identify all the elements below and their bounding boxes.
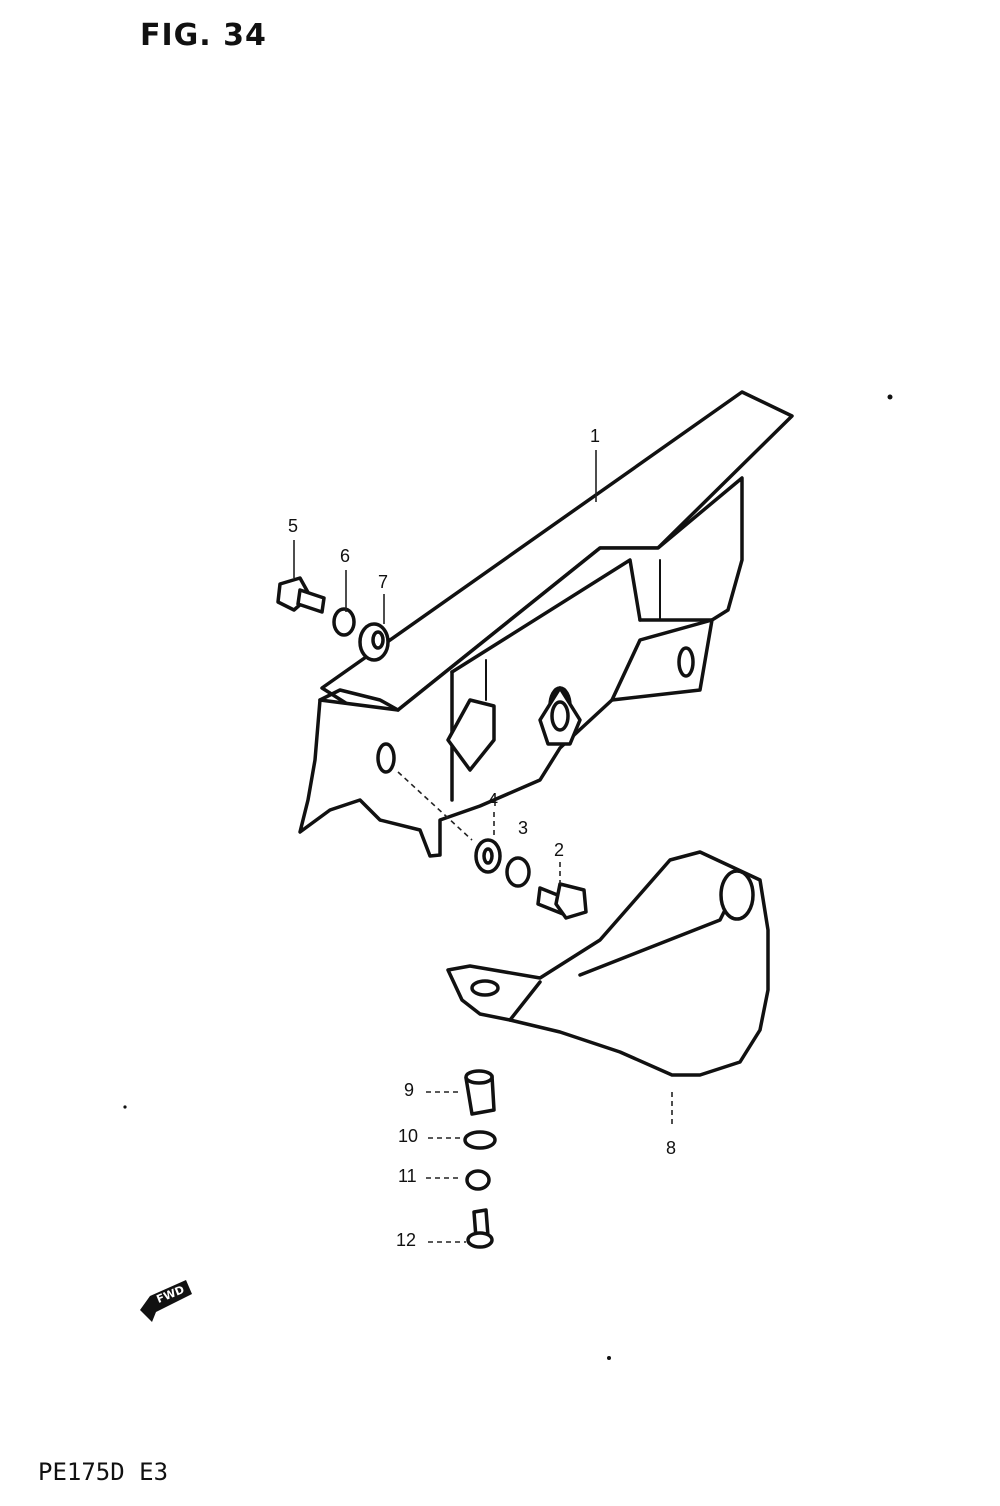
- callout-11: 11: [398, 1166, 417, 1186]
- part-8-bracket: [446, 850, 770, 1077]
- callout-1: 1: [590, 426, 601, 446]
- callout-8: 8: [666, 1138, 677, 1158]
- speck: [607, 1356, 611, 1360]
- speck: [887, 394, 893, 400]
- speck: [123, 1105, 127, 1109]
- callout-6: 6: [340, 546, 351, 566]
- callout-3: 3: [518, 818, 529, 838]
- part-11-nut: [465, 1169, 491, 1191]
- callout-2: 2: [554, 840, 565, 860]
- part-3-lock-washer: [505, 856, 531, 888]
- part-5-bolt: [276, 576, 326, 614]
- figure-title: FIG. 34: [140, 18, 267, 53]
- part-7-collar: [358, 622, 390, 662]
- leader-lines: [293, 450, 673, 1243]
- part-1-chain-case: [298, 390, 794, 858]
- part-6-lock-washer: [332, 607, 356, 637]
- part-4-washer: [474, 838, 502, 874]
- part-10-washer: [463, 1130, 497, 1150]
- callout-10: 10: [398, 1126, 419, 1146]
- fwd-arrow-icon: [140, 1280, 192, 1322]
- callout-5: 5: [288, 516, 299, 536]
- part-9-spacer: [464, 1069, 496, 1116]
- part-12-screw: [466, 1208, 494, 1249]
- callout-4: 4: [488, 790, 499, 810]
- callout-9: 9: [404, 1080, 415, 1100]
- callout-7: 7: [378, 572, 389, 592]
- callout-12: 12: [396, 1230, 417, 1250]
- model-code: PE175D E3: [38, 1458, 169, 1486]
- part-2-bolt: [536, 882, 588, 920]
